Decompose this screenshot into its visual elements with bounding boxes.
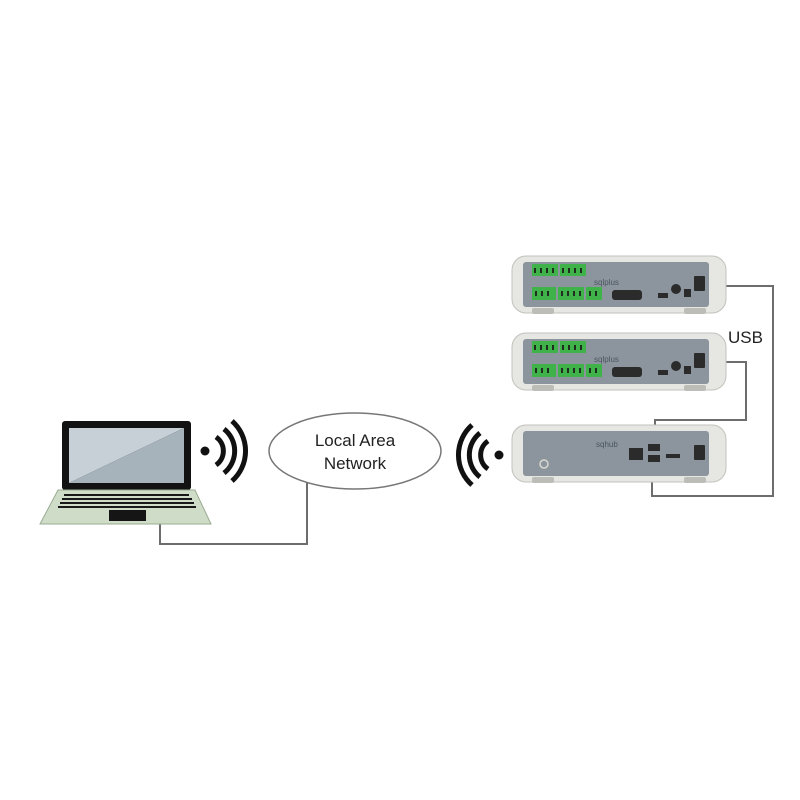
laptop-to-lan-cable — [159, 482, 308, 545]
hub-brand-label: sqhub — [596, 440, 618, 449]
wifi-signal-icon — [456, 423, 504, 487]
usb-port-icon — [648, 444, 660, 451]
laptop-icon — [39, 421, 212, 525]
usb-label: USB — [728, 328, 763, 347]
serial-port-icon — [612, 290, 642, 300]
lan-label-line1: Local Area — [315, 431, 396, 450]
lan-label-line2: Network — [324, 454, 387, 473]
terminal-block-icon — [532, 341, 602, 377]
hub-device: sqhub — [511, 424, 727, 483]
usb-port-icon — [648, 455, 660, 462]
connection-wires — [159, 285, 774, 545]
serial-port-icon — [612, 367, 642, 377]
terminal-block-icon — [532, 264, 602, 300]
device-brand-label: sqlplus — [594, 355, 619, 364]
device-brand-label: sqlplus — [594, 278, 619, 287]
power-button-icon — [539, 459, 549, 469]
lan-cloud: Local Area Network — [268, 412, 442, 490]
usb-cable-top-logger — [651, 285, 774, 497]
wifi-signal-icon — [200, 419, 248, 483]
ethernet-port-icon — [629, 448, 643, 460]
data-logger-top: sqlplus — [511, 255, 727, 314]
data-logger-middle: sqlplus — [511, 332, 727, 391]
